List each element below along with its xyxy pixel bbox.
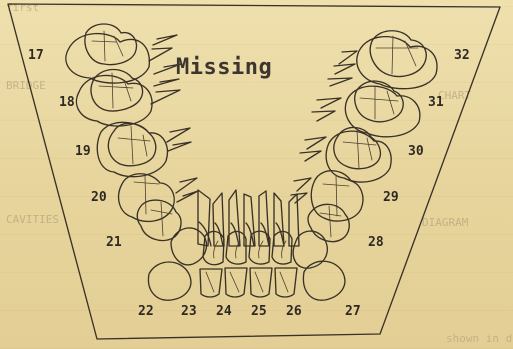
front-teeth-group [148, 190, 344, 300]
tooth-number-23: 23 [181, 305, 197, 318]
tooth-number-19: 19 [75, 145, 91, 158]
tooth-number-30: 30 [408, 145, 424, 158]
tooth-number-31: 31 [428, 96, 444, 109]
tooth-number-17: 17 [28, 49, 44, 62]
tooth-number-18: 18 [59, 96, 75, 109]
tooth-number-26: 26 [286, 305, 302, 318]
tooth-number-25: 25 [251, 305, 267, 318]
tooth-number-27: 27 [345, 305, 361, 318]
tooth-number-32: 32 [454, 49, 470, 62]
tooth-number-28: 28 [368, 236, 384, 249]
tooth-number-20: 20 [91, 191, 107, 204]
missing-label: Missing [176, 55, 272, 80]
tooth-number-24: 24 [216, 305, 232, 318]
right-teeth-group [291, 31, 437, 242]
tooth-number-29: 29 [383, 191, 399, 204]
tooth-number-22: 22 [138, 305, 154, 318]
tooth-number-21: 21 [106, 236, 122, 249]
